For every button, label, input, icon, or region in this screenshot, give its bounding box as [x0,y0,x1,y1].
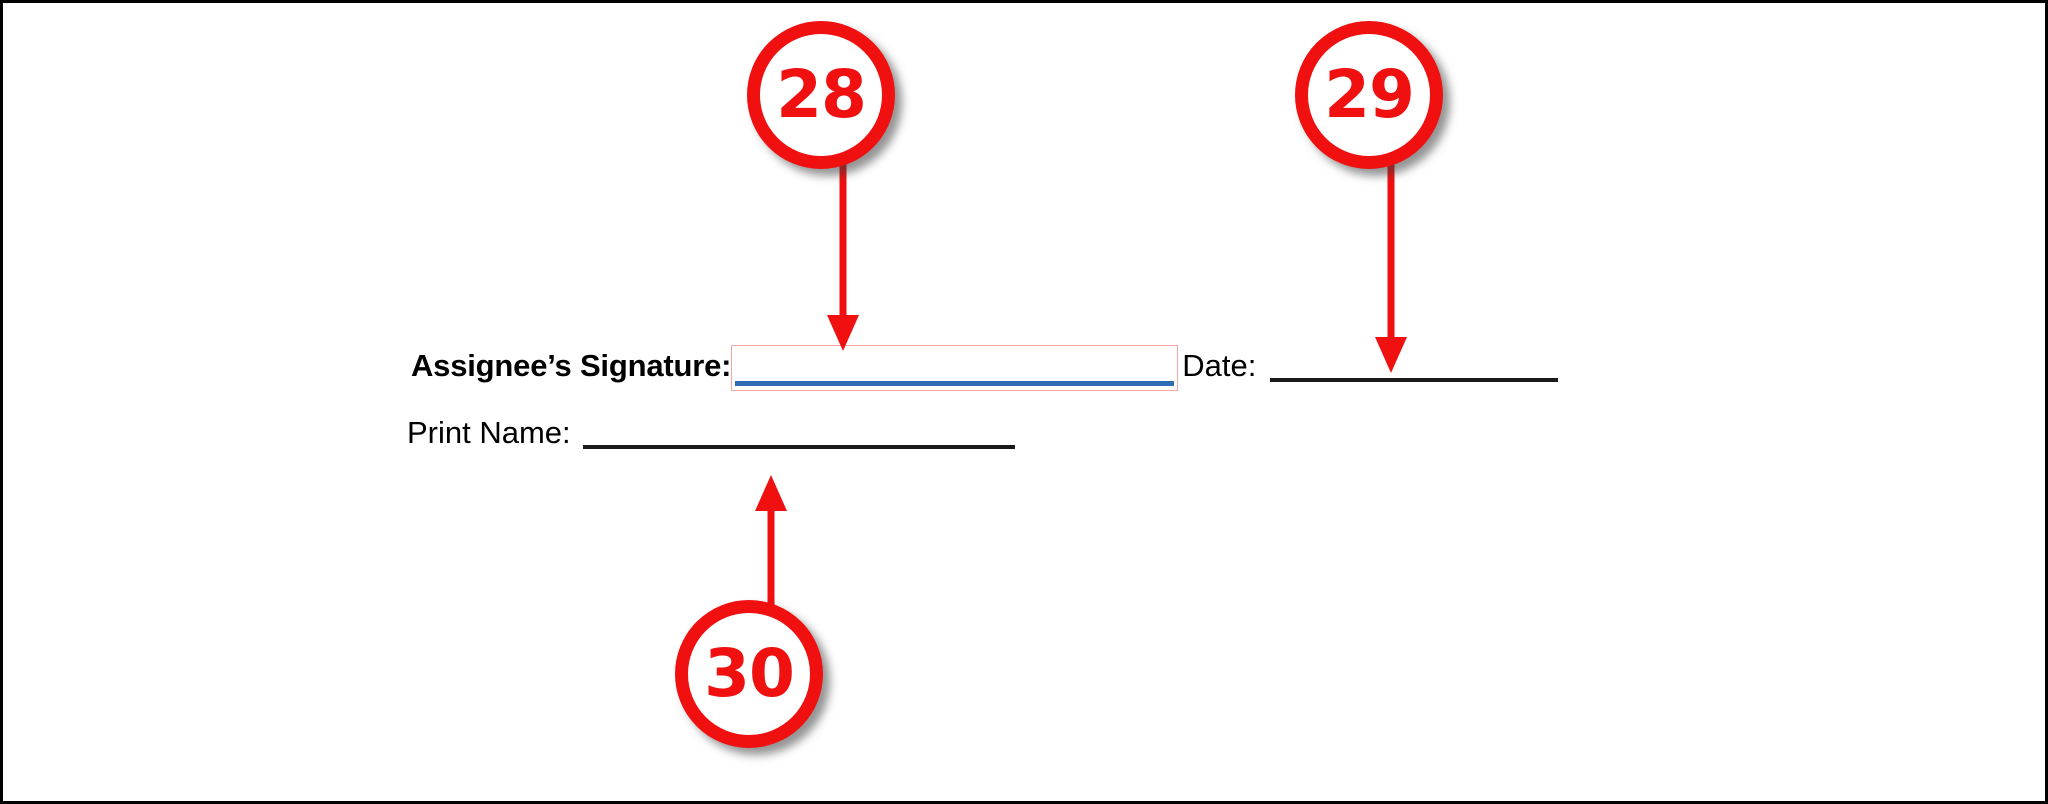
callout-badge-28-number: 28 [776,56,867,133]
callout-badge-29: 29 [1295,21,1443,169]
signature-underline [735,381,1175,386]
signature-form-block: Assignee’s Signature: Date: Print Name: [3,3,2045,801]
callout-badge-30: 30 [675,600,823,748]
callout-arrow-29 [1369,163,1413,375]
print-name-row: Print Name: [407,417,1015,456]
callout-badge-29-number: 29 [1324,56,1415,133]
date-field[interactable] [1270,378,1559,382]
assignee-signature-label: Assignee’s Signature: [411,348,732,383]
print-name-label: Print Name: [407,415,571,450]
callout-badge-30-number: 30 [704,635,795,712]
assignee-signature-field[interactable] [731,345,1179,391]
callout-badge-28: 28 [747,21,895,169]
signature-row: Assignee’s Signature: Date: [411,345,1559,391]
date-label: Date: [1182,348,1257,383]
callout-arrow-28 [821,163,865,353]
callout-arrow-30 [749,473,793,613]
print-name-field[interactable] [582,445,1015,449]
